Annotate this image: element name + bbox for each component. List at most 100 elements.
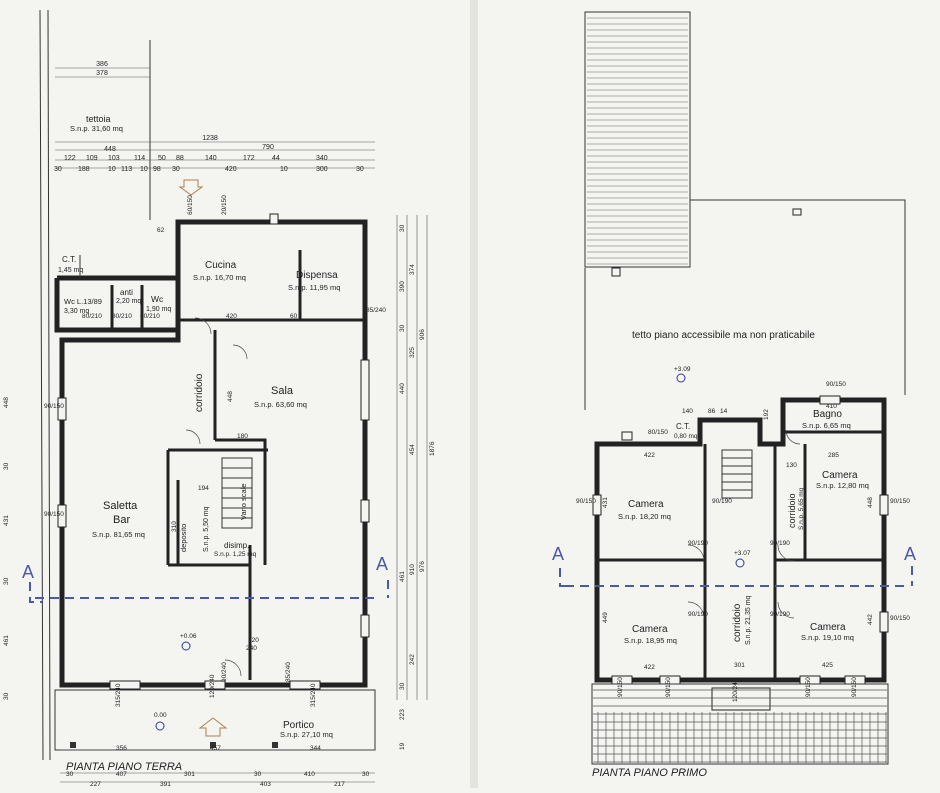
svg-text:30: 30 — [54, 166, 62, 173]
svg-text:90/150: 90/150 — [826, 381, 846, 388]
svg-text:30: 30 — [3, 462, 10, 470]
svg-text:188: 188 — [78, 166, 90, 173]
svg-text:88: 88 — [176, 155, 184, 162]
entrance-arrow-icon — [198, 717, 228, 737]
svg-text:180: 180 — [237, 433, 248, 440]
svg-text:906: 906 — [419, 329, 426, 340]
svg-text:90/150: 90/150 — [617, 677, 624, 697]
svg-text:30: 30 — [3, 692, 10, 700]
svg-text:30: 30 — [3, 577, 10, 585]
svg-text:85/240: 85/240 — [366, 307, 386, 314]
stair-icon — [221, 457, 253, 529]
svg-text:457: 457 — [210, 745, 221, 752]
section-marker-left: A — [22, 562, 34, 582]
boundary-line — [39, 9, 44, 761]
svg-text:90/150: 90/150 — [44, 403, 64, 410]
svg-text:98: 98 — [153, 166, 161, 173]
camera-se-area: S.n.p. 19,10 mq — [801, 633, 854, 642]
svg-text:90/150: 90/150 — [576, 498, 596, 505]
svg-text:315/240: 315/240 — [115, 683, 122, 707]
corridoio-c-label: corridoio — [732, 603, 743, 642]
dims-left-labels: 448 30 431 30 461 30 — [3, 397, 10, 700]
svg-text:10: 10 — [140, 166, 148, 173]
dim-top-378: 378 — [96, 70, 108, 77]
svg-text:242: 242 — [409, 654, 416, 665]
saletta-label: Saletta — [103, 500, 138, 512]
svg-text:140: 140 — [682, 408, 693, 415]
svg-text:461: 461 — [3, 635, 10, 646]
roof-ramp-hatch — [584, 11, 691, 268]
section-line-a: A A A A — [22, 544, 916, 603]
svg-text:391: 391 — [160, 781, 171, 788]
svg-text:976: 976 — [419, 561, 426, 572]
svg-text:109: 109 — [86, 155, 98, 162]
svg-text:310: 310 — [171, 521, 178, 532]
svg-text:448: 448 — [3, 397, 10, 408]
svg-text:449: 449 — [602, 612, 609, 623]
svg-text:217: 217 — [334, 781, 345, 788]
roof-vent-icon — [611, 267, 621, 277]
roof-ramp-lines — [587, 17, 688, 265]
corridoio-e-label: corridoio — [787, 493, 797, 528]
svg-text:90/190: 90/190 — [688, 611, 708, 618]
svg-text:62: 62 — [157, 227, 165, 234]
svg-text:325: 325 — [409, 347, 416, 358]
svg-text:90/190: 90/190 — [712, 498, 732, 505]
camera-nw-area: S.n.p. 18,20 mq — [618, 512, 671, 521]
door-swing-icon — [185, 429, 201, 445]
portico-columns — [70, 742, 278, 748]
ct-area: 1,45 mq — [58, 267, 83, 274]
svg-text:90/150: 90/150 — [665, 677, 672, 697]
svg-text:20/150: 20/150 — [221, 195, 228, 215]
dims-bottom-labels: 356 457 344 30 407 301 30 410 30 227 391… — [66, 745, 370, 788]
roof-vent-icon — [792, 208, 802, 216]
flat-roof-outline — [584, 199, 906, 410]
page-gutter — [470, 0, 478, 788]
svg-text:315/240: 315/240 — [310, 683, 317, 707]
vano-scale-label: Vano scale — [239, 483, 248, 520]
svg-text:448: 448 — [227, 391, 234, 402]
svg-text:80/210: 80/210 — [140, 313, 160, 320]
door-swing-icon — [785, 429, 801, 445]
dims-right-lines — [396, 215, 428, 700]
ct-first-area: 0,80 mq — [674, 433, 698, 440]
door-swing-icon — [777, 544, 795, 562]
tile-grid — [593, 689, 887, 763]
camera-nw-label: Camera — [628, 499, 664, 510]
bagno-label: Bagno — [813, 409, 842, 420]
svg-text:422: 422 — [644, 452, 655, 459]
svg-text:30: 30 — [399, 682, 406, 690]
svg-text:440: 440 — [399, 383, 406, 394]
svg-text:407: 407 — [116, 771, 127, 778]
svg-text:90/190: 90/190 — [688, 540, 708, 547]
dims-right-labels: 30 390 374 30 325 906 440 454 1876 910 4… — [399, 224, 436, 750]
svg-text:425: 425 — [822, 662, 833, 669]
svg-text:340: 340 — [316, 155, 328, 162]
wc-l-area: 3,30 mq — [64, 308, 89, 315]
first-floor-inner-walls — [597, 430, 884, 680]
level-marker-icon — [155, 721, 165, 731]
kitchen-walls — [176, 222, 365, 330]
wc-area: 1,90 mq — [146, 306, 171, 313]
section-marker-left-first: A — [552, 544, 564, 564]
sala-area: S.n.p. 63,60 mq — [254, 400, 307, 409]
first-floor-plan: tetto piano accessibile ma non praticabi… — [576, 11, 910, 779]
ct-first-label: C.T. — [676, 422, 690, 431]
service-block-walls — [54, 275, 178, 333]
sala-label: Sala — [271, 385, 294, 397]
svg-text:410: 410 — [304, 771, 315, 778]
camera-ne-area: S.n.p. 12,80 mq — [816, 481, 869, 490]
svg-text:422: 422 — [644, 664, 655, 671]
svg-text:300: 300 — [316, 166, 328, 173]
balcony-tiles — [591, 683, 889, 765]
door-swing-icon — [194, 317, 212, 335]
svg-text:44: 44 — [272, 155, 280, 162]
ground-floor-plan: 386 378 1238 790 448 122 109 103 114 50 … — [3, 9, 436, 788]
level-interior: +0.06 — [180, 633, 197, 640]
svg-text:30: 30 — [172, 166, 180, 173]
interior-walls — [166, 330, 268, 680]
svg-text:19: 19 — [399, 742, 406, 750]
svg-text:90/240: 90/240 — [221, 662, 228, 682]
entrance-arrow-icon — [178, 179, 204, 196]
